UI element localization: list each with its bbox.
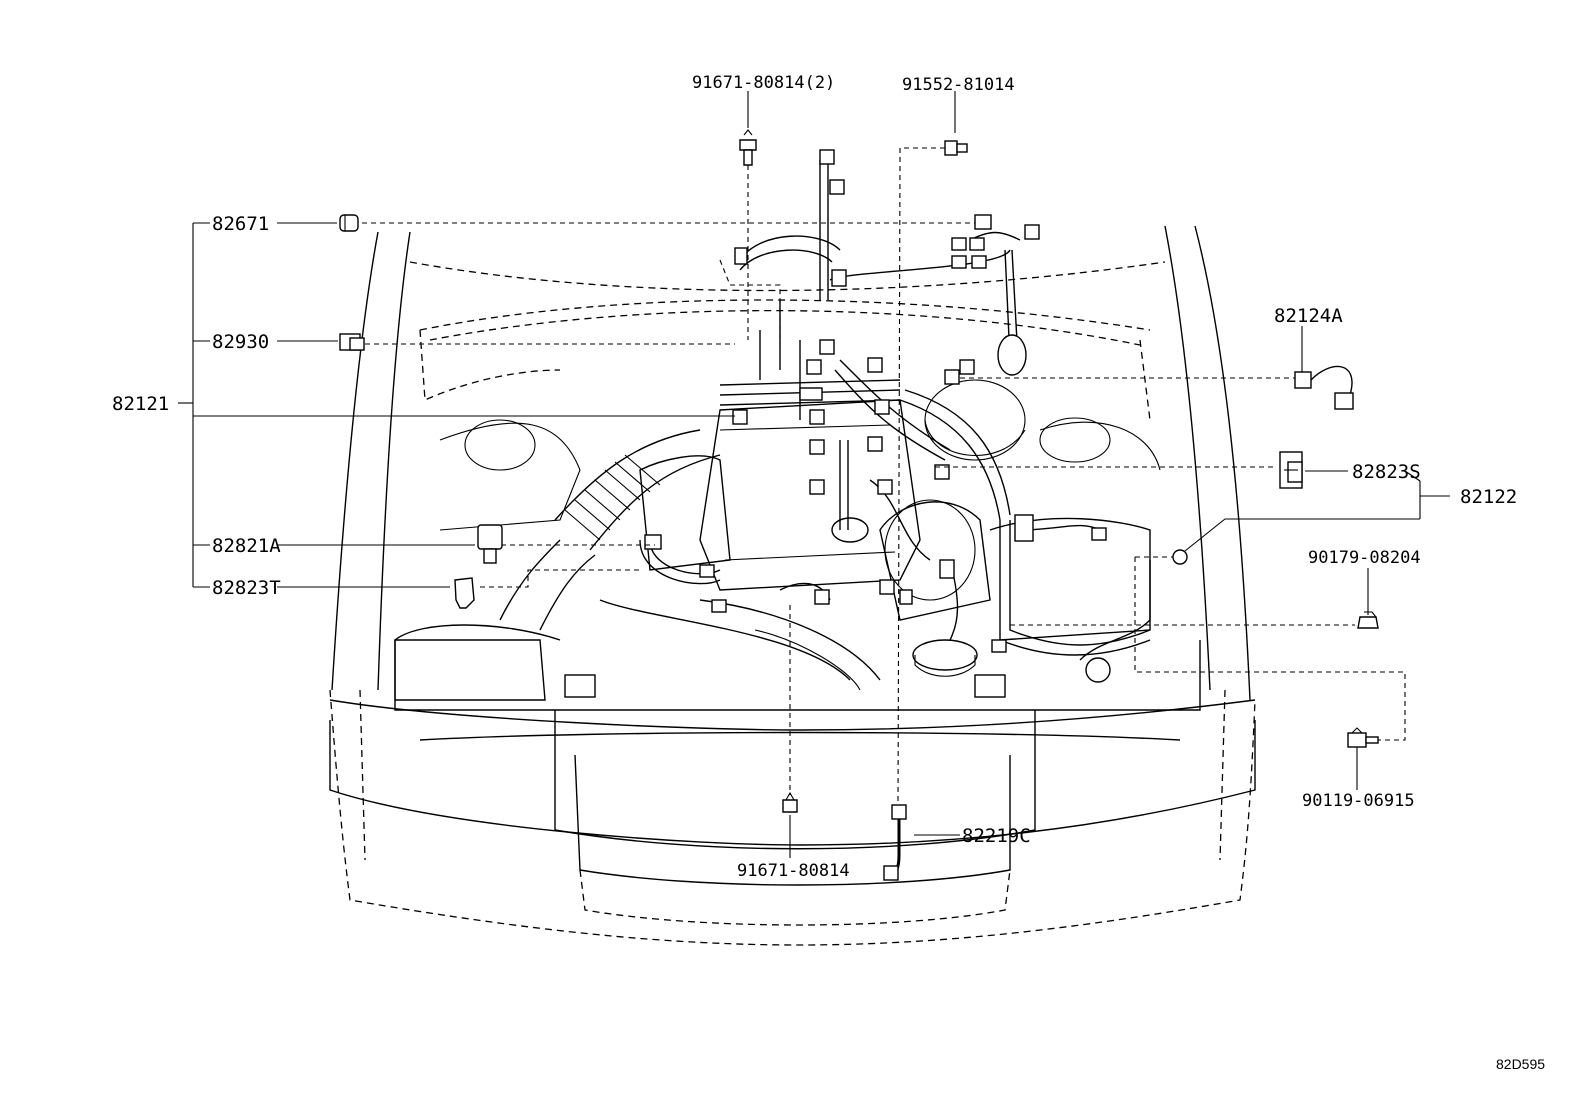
label-82124A: 82124A xyxy=(1274,305,1343,327)
part-82671-icon xyxy=(339,214,359,232)
bolt-91671-80814-icon xyxy=(782,791,798,813)
bolt-91671-80814-2-icon xyxy=(739,129,757,166)
label-91552-81014: 91552-81014 xyxy=(902,75,1015,95)
leader-lines xyxy=(178,91,1450,858)
part-82122-ground-icon xyxy=(1172,549,1188,565)
label-91671-80814-2: 91671-80814(2) xyxy=(692,73,835,93)
nut-90179-08204-icon xyxy=(1357,611,1379,629)
part-82930-icon xyxy=(339,333,365,351)
label-82122: 82122 xyxy=(1460,486,1517,508)
engine-assembly xyxy=(394,379,1151,701)
dashed-callout-lines xyxy=(362,147,1406,806)
bolt-90119-06915-icon xyxy=(1347,727,1379,748)
label-82671: 82671 xyxy=(212,213,269,235)
part-82821A-icon xyxy=(477,524,503,564)
part-82823T-icon xyxy=(454,577,475,609)
label-91671-80814: 91671-80814 xyxy=(737,861,850,881)
label-82823S: 82823S xyxy=(1352,461,1421,483)
vehicle-body-outline xyxy=(329,225,1256,946)
label-82821A: 82821A xyxy=(212,535,281,557)
part-labels: 91671-80814(2) 91552-81014 82671 82930 8… xyxy=(112,73,1545,1072)
harness-connectors xyxy=(644,149,1107,653)
label-82930: 82930 xyxy=(212,331,269,353)
label-82121: 82121 xyxy=(112,393,169,415)
wire-harness xyxy=(639,160,1151,683)
label-82219C: 82219C xyxy=(962,825,1031,847)
label-82823T: 82823T xyxy=(212,577,281,599)
diagram-reference-code: 82D595 xyxy=(1496,1056,1545,1072)
label-90179-08204: 90179-08204 xyxy=(1308,548,1421,568)
parts xyxy=(339,129,1379,881)
part-82124A-icon xyxy=(1294,365,1354,410)
label-90119-06915: 90119-06915 xyxy=(1302,791,1415,811)
part-82823S-icon xyxy=(1279,451,1303,489)
bolt-91552-81014-icon xyxy=(944,140,968,156)
part-82219C-icon xyxy=(883,804,907,881)
